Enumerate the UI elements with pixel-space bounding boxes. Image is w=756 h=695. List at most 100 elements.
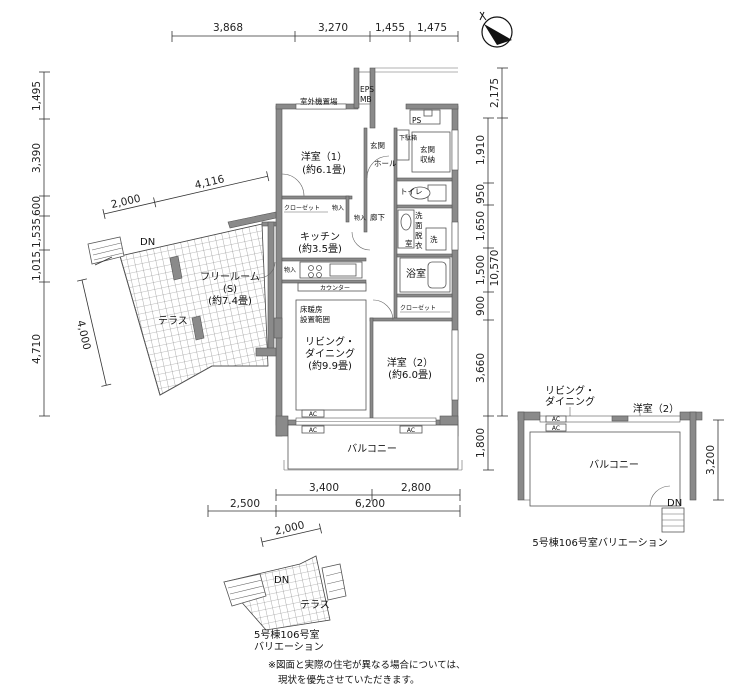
hall-label: ホール	[374, 159, 397, 168]
washroom-label-3: 脱	[415, 230, 423, 240]
note-line-2: 現状を優先させていただきます。	[278, 674, 420, 686]
dimension-left: 1,495 3,390 600 1,535 1,015 4,710	[31, 71, 50, 417]
counter-label: カウンター	[320, 284, 350, 292]
outdoor-unit-label: 室外機置場	[300, 96, 338, 106]
ac-units: AC AC AC	[301, 409, 423, 434]
western2-area: (約6.0畳)	[388, 368, 432, 381]
terrace-steps	[87, 236, 125, 266]
washroom-label-4: 衣	[415, 240, 423, 250]
toilet-label: トイレ	[400, 187, 423, 196]
shoe-storage-label: 下駄箱	[399, 134, 417, 142]
variant1-western2-label: 洋室（2）	[633, 402, 679, 415]
variant-balcony: リビング・ ダイニング 洋室（2） AC AC バルコニー DN 3,200 5…	[517, 384, 724, 549]
variant2-caption-2: バリエーション	[254, 641, 324, 653]
variant2-caption-1: 5号棟106号室	[254, 628, 319, 641]
storage3-label: 物入	[284, 266, 296, 274]
dim-right-3: 1,650	[475, 211, 487, 241]
eps-label: EPS	[360, 85, 374, 94]
variant-terrace: 2,000 DN テラス 5号棟106号室 バリエーション	[223, 519, 347, 653]
disclaimer-note: ※図面と実際の住宅が異なる場合については、 現状を優先させていただきます。	[268, 659, 466, 686]
variant1-living-label-1: リビング・	[545, 384, 595, 397]
note-line-1: ※図面と実際の住宅が異なる場合については、	[268, 659, 466, 671]
dim-right-2: 950	[475, 184, 487, 204]
storage1-label: 物入	[332, 204, 344, 212]
dim-right-outer-2: 10,570	[489, 250, 501, 287]
free-room-label: フリールーム	[200, 271, 260, 283]
dim-right-1: 1,910	[475, 135, 487, 165]
windows	[295, 103, 459, 426]
ps-label: PS	[412, 116, 422, 125]
dim-left-6: 4,710	[31, 334, 43, 364]
entrance-storage-label-2: 収納	[420, 154, 435, 164]
dim-bottom-3: 2,500	[230, 498, 260, 510]
dim-top-4: 1,475	[417, 22, 447, 34]
variant1-caption: 5号棟106号室バリエーション	[532, 536, 667, 549]
dim-top-3: 1,455	[375, 22, 405, 34]
variant2-terrace-label: テラス	[300, 599, 330, 611]
dim-variant2: 2,000	[274, 519, 306, 537]
floor-heating-label-2: 設置範囲	[300, 314, 330, 324]
dim-variant1: 3,200	[705, 445, 717, 475]
dim-right-4: 1,500	[475, 255, 487, 285]
variant1-living-label-2: ダイニング	[545, 395, 595, 408]
dimension-bottom: 3,400 2,800 2,500 6,200	[207, 482, 461, 517]
variant1-dn-label: DN	[667, 498, 682, 509]
terrace-label: テラス	[158, 315, 188, 327]
dim-terrace-2: 4,116	[194, 173, 226, 192]
room-labels: 室外機置場 EPS MB PS 洋室（1） (約6.1畳) 玄関 ホール 下駄箱…	[200, 85, 438, 381]
ac-label-1: AC	[309, 411, 317, 418]
bath-label: 浴室	[406, 267, 426, 280]
free-room-s: (S)	[223, 284, 237, 295]
balcony-label: バルコニー	[347, 443, 397, 455]
dim-terrace-3: 4,000	[74, 319, 92, 351]
dimension-top: 3,868 3,270 1,455 1,475	[171, 22, 459, 42]
dim-right-5: 900	[475, 296, 487, 316]
dim-top-2: 3,270	[318, 22, 348, 34]
north-arrow-icon	[479, 11, 513, 48]
dim-left-2: 3,390	[31, 143, 43, 173]
closet1-label: クローゼット	[284, 204, 320, 212]
ac-label-3: AC	[407, 427, 415, 434]
floor-heating-label-1: 床暖房	[300, 304, 323, 314]
washroom-label-1: 洗	[415, 210, 423, 220]
variant1-balcony-label: バルコニー	[589, 459, 639, 471]
dim-left-3: 600	[31, 196, 43, 216]
living-label-1: リビング・	[305, 335, 355, 348]
western1-area: (約6.1畳)	[302, 163, 346, 176]
variant1-ac-label-1: AC	[552, 425, 560, 432]
western2-label: 洋室（2）	[387, 356, 433, 369]
dim-right-6: 3,660	[475, 353, 487, 383]
living-area: (約9.9畳)	[308, 359, 352, 372]
dim-bottom-4: 6,200	[355, 498, 385, 510]
kitchen-area: (約3.5畳)	[298, 242, 342, 255]
dim-right-outer-1: 2,175	[489, 78, 501, 108]
closet2-label: クローゼット	[400, 304, 436, 312]
ac-label-2: AC	[309, 427, 317, 434]
dimension-right: 1,910 950 1,650 1,500 900 3,660 1,800 2,…	[475, 67, 508, 471]
corridor-label: 廊下	[370, 212, 385, 222]
dim-bottom-1: 3,400	[309, 482, 339, 494]
entrance-label: 玄関	[370, 140, 385, 150]
dim-terrace-1: 2,000	[110, 193, 142, 211]
dim-left-1: 1,495	[31, 81, 43, 111]
mb-label: MB	[360, 95, 372, 104]
storage2-label: 物入	[354, 214, 366, 222]
dim-left-5: 1,015	[31, 251, 43, 281]
terrace: DN テラス	[87, 223, 269, 396]
variant1-ac-label-2: AC	[552, 416, 560, 423]
washroom-label-2: 面	[415, 221, 423, 230]
living-label-2: ダイニング	[305, 347, 355, 360]
kitchen-label: キッチン	[300, 231, 340, 243]
dim-bottom-2: 2,800	[401, 482, 431, 494]
free-room-walls	[169, 211, 277, 357]
entrance-storage-label-1: 玄関	[420, 144, 435, 154]
washer-label: 洗	[430, 234, 438, 244]
fixtures	[258, 109, 451, 411]
dim-top-1: 3,868	[213, 22, 243, 34]
western1-label: 洋室（1）	[301, 150, 347, 163]
dim-right-7: 1,800	[475, 428, 487, 458]
free-room-area: (約7.4畳)	[208, 294, 252, 307]
variant2-dn-label: DN	[274, 575, 289, 586]
dim-left-4: 1,535	[31, 218, 43, 248]
